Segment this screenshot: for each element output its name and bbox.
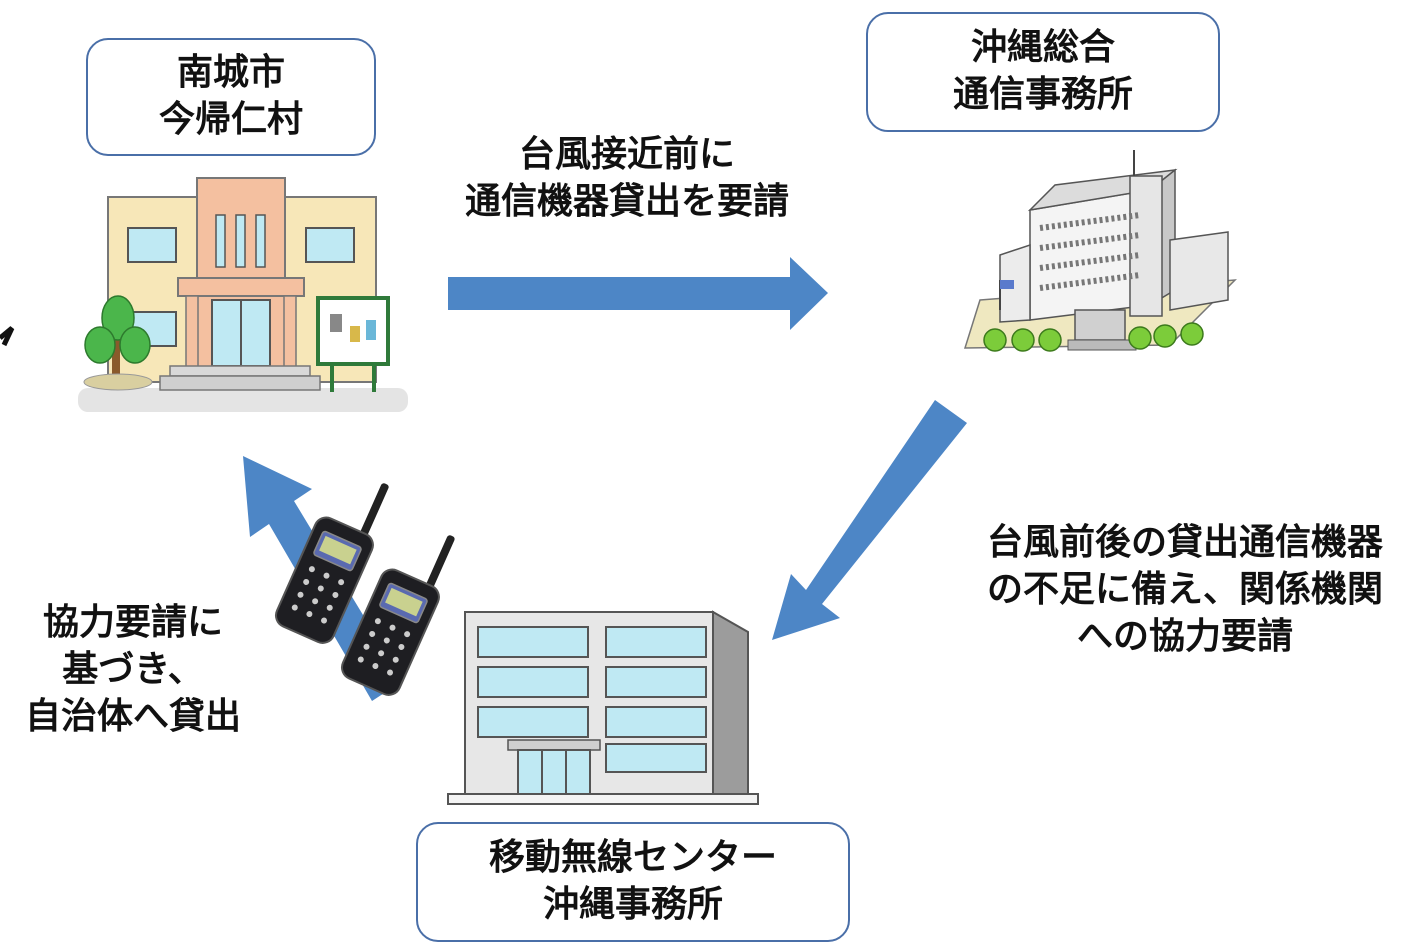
office-building-icon bbox=[447, 610, 759, 805]
edge-cooperation-line-2: の不足に備え、関係機関 bbox=[986, 568, 1383, 610]
node-bureau-line-2: 通信事務所 bbox=[952, 74, 1133, 115]
node-center-line-2: 沖縄事務所 bbox=[542, 884, 723, 925]
government-office-icon bbox=[963, 150, 1237, 352]
municipal-building-icon bbox=[78, 177, 408, 412]
edge-cooperation-line-1: 台風前後の貸出通信機器 bbox=[986, 522, 1383, 563]
edge-lending-caption: 協力要請に 基づき、 自治体へ貸出 bbox=[8, 600, 258, 740]
node-city-line-2: 今帰仁村 bbox=[158, 99, 303, 140]
node-center-line-1: 移動無線センター bbox=[488, 837, 777, 879]
edge-request-caption: 台風接近前に 通信機器貸出を要請 bbox=[436, 132, 818, 226]
node-bureau-line-1: 沖縄総合 bbox=[970, 27, 1115, 69]
node-bureau-label: 沖縄総合 通信事務所 bbox=[866, 12, 1220, 132]
edge-request-line-1: 台風接近前に bbox=[518, 134, 735, 175]
arrow-city-to-bureau bbox=[448, 257, 828, 330]
edge-cooperation-caption: 台風前後の貸出通信機器 の不足に備え、関係機関 への協力要請 bbox=[950, 520, 1420, 660]
arrow-bureau-to-center bbox=[772, 400, 967, 640]
partial-stroke-mark bbox=[0, 326, 15, 347]
edge-cooperation-line-3: への協力要請 bbox=[1076, 615, 1293, 657]
node-center-label: 移動無線センター 沖縄事務所 bbox=[416, 822, 850, 942]
handheld-radio-icon bbox=[340, 535, 455, 696]
handheld-radio-icon bbox=[274, 483, 389, 644]
node-city-label: 南城市 今帰仁村 bbox=[86, 38, 376, 156]
edge-lending-line-2: 基づき、 bbox=[62, 648, 204, 690]
edge-lending-line-3: 自治体へ貸出 bbox=[24, 695, 241, 737]
edge-lending-line-1: 協力要請に bbox=[42, 602, 223, 643]
edge-request-line-2: 通信機器貸出を要請 bbox=[464, 180, 789, 222]
node-city-line-1: 南城市 bbox=[176, 52, 285, 94]
